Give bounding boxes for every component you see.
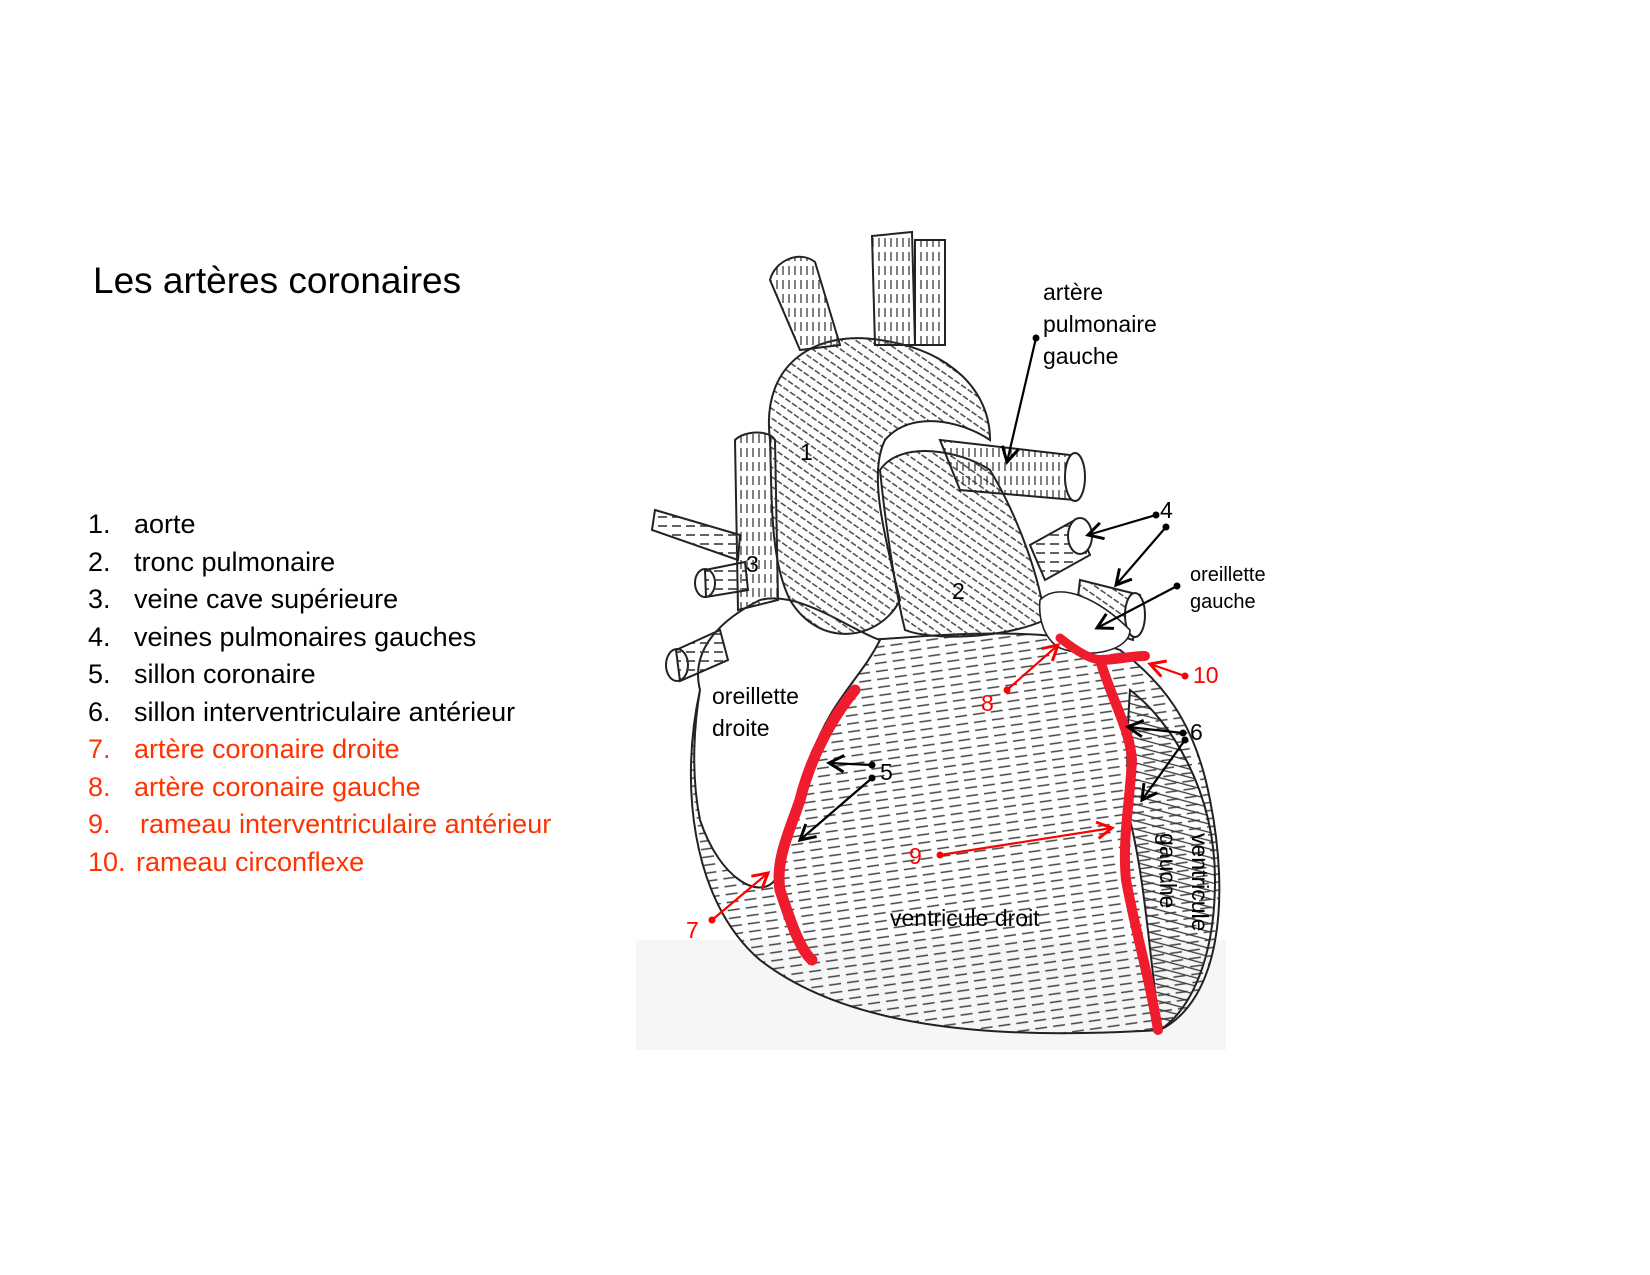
page-title: Les artères coronaires — [93, 260, 462, 301]
legend-item-coronaire-droite: 7. artère coronaire droite — [88, 731, 551, 769]
legend-item-rameau-interventriculaire: 9. rameau interventriculaire antérieur — [88, 806, 551, 844]
legend-label: tronc pulmonaire — [134, 546, 336, 577]
legend-item-coronaire-gauche: 8. artère coronaire gauche — [88, 769, 551, 807]
legend-label: rameau interventriculaire antérieur — [140, 809, 552, 839]
legend-label: veines pulmonaires gauches — [134, 621, 477, 652]
right-coronary-artery — [773, 684, 861, 966]
leader-lines-black — [797, 337, 1186, 842]
legend-label: artère coronaire gauche — [134, 771, 421, 802]
legend-number: 10. — [88, 846, 126, 877]
label-ventricule-gauche: ventricule gauche — [1155, 833, 1213, 932]
legend-item-sillon-interventriculaire: 6. sillon interventriculaire antérieur — [88, 694, 551, 732]
label-5-sillon-coronaire: 5 — [880, 759, 893, 785]
legend-item-veines-pulmonaires: 4. veines pulmonaires gauches — [88, 619, 551, 657]
label-8-coronaire-gauche: 8 — [981, 690, 994, 716]
legend-item-rameau-circonflexe: 10. rameau circonflexe — [88, 844, 551, 882]
legend-item-sillon-coronaire: 5. sillon coronaire — [88, 656, 551, 694]
legend-label: aorte — [134, 509, 196, 539]
legend-label: artère coronaire droite — [134, 734, 400, 764]
legend-number: 1. — [88, 509, 111, 539]
anterior-interventricular-branch — [1095, 655, 1163, 1035]
leader-lines-red — [711, 642, 1186, 921]
label-9-rameau-interventriculaire: 9 — [909, 843, 922, 869]
legend-number: 2. — [88, 546, 111, 577]
left-pulmonary-artery — [938, 438, 1077, 502]
legend-item-tronc-pulmonaire: 2. tronc pulmonaire — [88, 544, 551, 582]
legend-number: 5. — [88, 659, 111, 689]
legend-list: 1. aorte 2. tronc pulmonaire 3. veine cave … — [88, 506, 551, 881]
label-ventricule-droit: ventricule droit — [890, 905, 1040, 931]
leader-dots-black — [868, 334, 1189, 782]
label-1-aorte: 1 — [800, 439, 813, 465]
label-6-sillon-interventriculaire: 6 — [1190, 719, 1203, 745]
legend-item-aorte: 1. aorte — [88, 506, 551, 544]
label-arterie-pulmonaire-gauche: artère pulmonaire gauche — [1043, 279, 1157, 369]
label-10-rameau-circonflexe: 10 — [1193, 662, 1219, 688]
legend-number: 6. — [88, 696, 111, 727]
label-oreillette-droite: oreillette droite — [712, 683, 799, 741]
legend-number: 4. — [88, 621, 111, 652]
coronary-arteries — [773, 633, 1163, 1035]
legend-label: sillon coronaire — [134, 659, 316, 689]
label-3-veine-cave: 3 — [746, 551, 759, 577]
legend-label: sillon interventriculaire antérieur — [134, 696, 516, 727]
legend-label: rameau circonflexe — [136, 846, 365, 877]
legend-number: 3. — [88, 584, 111, 614]
legend-number: 7. — [88, 734, 111, 764]
circumflex-branch — [1095, 651, 1150, 665]
legend-number: 8. — [88, 771, 111, 802]
aorta — [767, 337, 992, 635]
label-2-tronc-pulmonaire: 2 — [952, 578, 965, 604]
legend-number: 9. — [88, 809, 111, 839]
label-4-veines-pulmonaires: 4 — [1160, 497, 1173, 523]
label-7-coronaire-droite: 7 — [686, 917, 699, 943]
legend-label: veine cave supérieure — [134, 584, 399, 614]
label-oreillette-gauche: oreillette gauche — [1190, 564, 1266, 613]
leader-dots-red — [708, 672, 1189, 924]
legend-item-veine-cave: 3. veine cave supérieure — [88, 581, 551, 619]
